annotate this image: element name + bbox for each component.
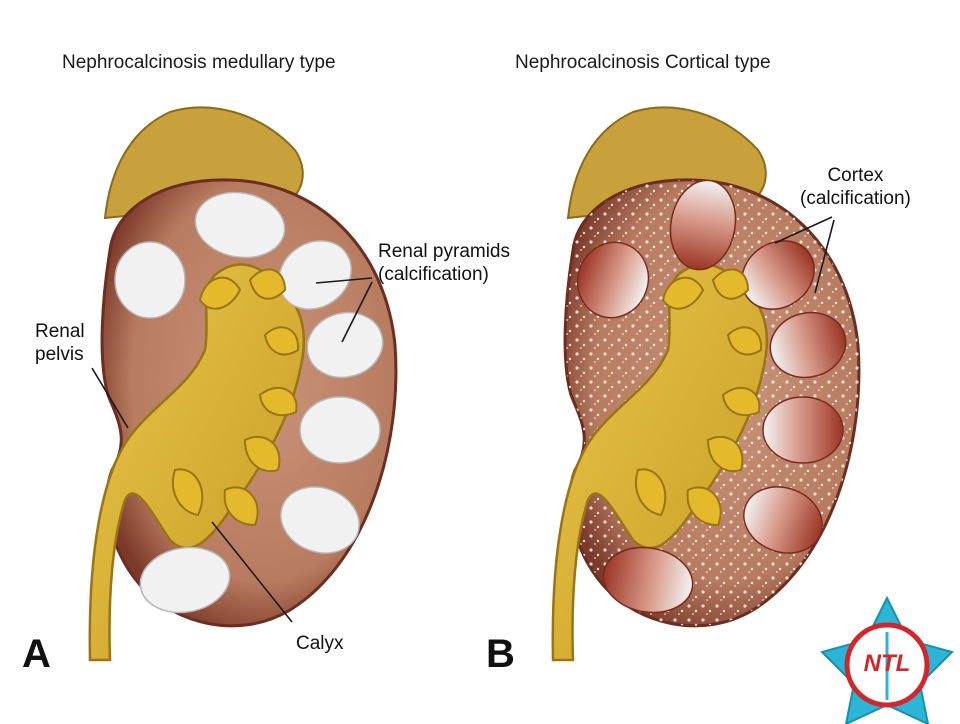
renal-pelvis-label: Renal pelvis (35, 320, 85, 366)
cortex-label-line2: (calcification) (800, 188, 911, 209)
renal-pelvis-label-line1: Renal (35, 321, 85, 342)
calyx-leader (211, 521, 293, 623)
kidney-b (551, 106, 861, 662)
red-pyramids-b (576, 179, 847, 614)
panel-a-title: Nephrocalcinosis medullary type (62, 52, 336, 73)
pyramids-leader-2 (341, 281, 373, 343)
calyces-a (172, 268, 300, 527)
kidney-a (88, 106, 398, 662)
panel-a-letter: A (22, 632, 51, 676)
renal-pyramids-label-line1: Renal pyramids (378, 241, 510, 262)
cortex-label: Cortex (calcification) (800, 164, 911, 210)
cortex-label-line1: Cortex (827, 165, 884, 186)
panel-b-letter: B (486, 632, 515, 676)
pelvis-leader (91, 367, 129, 429)
logo-text: NTL (863, 650, 911, 677)
renal-pyramids-label: Renal pyramids (calcification) (378, 240, 510, 286)
renal-pelvis-b (551, 263, 769, 662)
renal-pyramids-label-line2: (calcification) (378, 264, 489, 285)
renal-pelvis-label-line2: pelvis (35, 344, 84, 365)
cortex-leader-2 (814, 219, 835, 294)
leader-lines (91, 216, 835, 623)
ntl-logo (820, 595, 954, 724)
calyx-label: Calyx (296, 633, 344, 654)
renal-pelvis-a (88, 263, 306, 662)
calcified-pyramids-a (114, 191, 384, 614)
pyramids-leader-1 (315, 277, 373, 284)
calyces-b (635, 268, 763, 527)
panel-b-title: Nephrocalcinosis Cortical type (515, 52, 771, 73)
cortex-leader-1 (774, 216, 833, 244)
